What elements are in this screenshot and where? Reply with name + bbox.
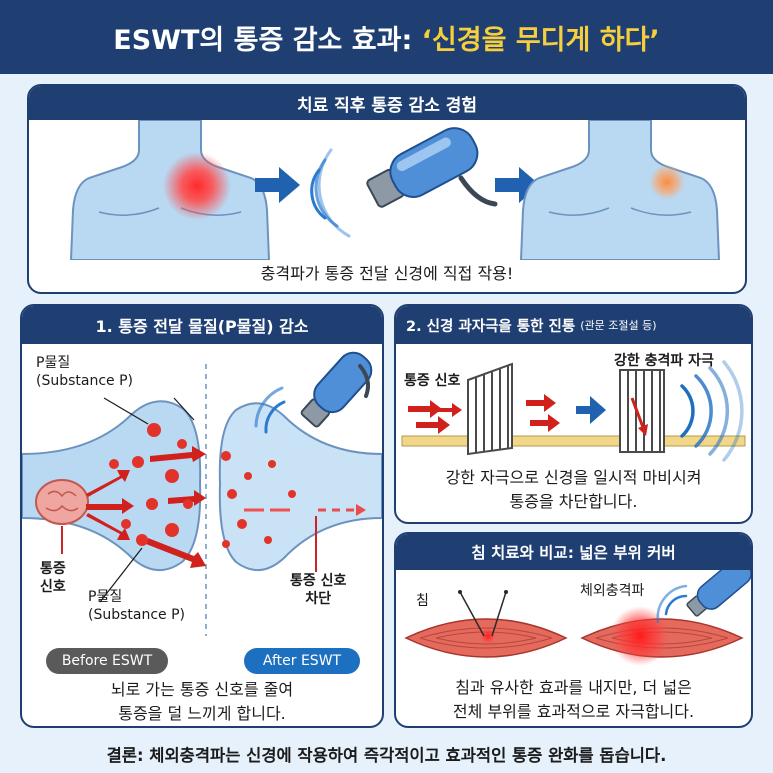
panel-substance-p: 1. 통증 전달 물질(P물질) 감소 — [20, 304, 384, 728]
shockwave-device-icon — [254, 351, 373, 434]
before-eswt-badge: Before ESWT — [46, 648, 168, 674]
conclusion-text: 결론: 체외충격파는 신경에 작용하여 즉각적이고 효과적인 통증 완화를 돕습… — [106, 745, 667, 765]
title-highlight: ‘신경을 무디게 하다’ — [421, 24, 660, 56]
top-panel-caption: 충격파가 통증 전달 신경에 직접 작용! — [260, 264, 514, 283]
label-strong-shockwave: 강한 충격파 자극 — [614, 353, 714, 369]
top-panel: 치료 직후 통증 감소 경험 — [27, 84, 747, 294]
title-bar: ESWT의 통증 감소 효과: ‘신경을 무디게 하다’ — [0, 0, 773, 74]
gate-control-illustration — [401, 360, 746, 462]
after-eswt-badge: After ESWT — [244, 648, 360, 674]
panel2-caption: 강한 자극으로 신경을 일시적 마비시켜 통증을 차단합니다. — [445, 468, 702, 511]
muscle-icon — [580, 606, 744, 666]
panel3-header: 침 치료와 비교: 넓은 부위 커버 — [396, 534, 751, 570]
panel2-header-small: (관문 조절설 등) — [580, 319, 657, 332]
label-signal-blocked: 통증 신호 차단 — [290, 573, 347, 607]
muscle-comparison-illustration — [404, 570, 751, 666]
panel1-header: 1. 통증 전달 물질(P물질) 감소 — [22, 306, 382, 344]
label-substance-p-top: P물질 (Substance P) — [36, 355, 134, 389]
substance-p-icon — [109, 423, 296, 548]
page-title: ESWT의 통증 감소 효과: ‘신경을 무디게 하다’ — [113, 18, 659, 57]
title-main: ESWT의 통증 감소 효과: — [113, 24, 422, 56]
panel3-caption: 침과 유사한 효과를 내지만, 더 넓은 전체 부위를 효과적으로 자극합니다. — [452, 678, 695, 721]
panel3-header-text: 침 치료와 비교: 넓은 부위 커버 — [471, 544, 676, 562]
label-substance-p-bottom: P물질 (Substance P) — [88, 589, 186, 623]
top-panel-illustration — [69, 120, 721, 260]
label-eswt: 체외충격파 — [580, 583, 645, 599]
conclusion-footer: 결론: 체외충격파는 신경에 작용하여 즉각적이고 효과적인 통증 완화를 돕습… — [0, 734, 773, 773]
panel1-caption: 뇌로 가는 통증 신호를 줄여 통증을 덜 느끼게 합니다. — [110, 680, 294, 723]
synapse-illustration — [22, 351, 382, 636]
arrow-right-icon — [255, 167, 300, 203]
pain-arrow-icon — [86, 446, 206, 568]
pain-arrow-icon — [408, 394, 560, 434]
arrow-right-icon — [576, 396, 606, 424]
panel1-header-text: 1. 통증 전달 물질(P물질) 감소 — [95, 317, 309, 336]
label-pain-signal: 통증 신호 — [40, 561, 66, 595]
needle-icon — [459, 591, 507, 637]
brain-icon — [35, 479, 89, 525]
gate-closed-icon — [619, 369, 665, 453]
shockwave-device-icon — [656, 570, 751, 624]
label-pain-signal-2: 통증 신호 — [404, 373, 461, 389]
shockwave-device-icon — [310, 127, 498, 238]
panel-acupuncture-comparison: 침 치료와 비교: 넓은 부위 커버 — [394, 532, 753, 728]
top-panel-header-text: 치료 직후 통증 감소 경험 — [296, 95, 478, 116]
top-panel-header: 치료 직후 통증 감소 경험 — [29, 86, 745, 120]
shockwave-icon — [680, 360, 744, 462]
label-needle: 침 — [416, 593, 429, 609]
panel2-header-text: 2. 신경 과자극을 통한 진통 — [406, 318, 576, 335]
panel2-header: 2. 신경 과자극을 통한 진통 (관문 조절설 등) — [396, 306, 751, 344]
muscle-icon — [404, 618, 568, 658]
body-after-icon — [519, 120, 721, 260]
gate-icon — [467, 362, 513, 456]
panel-nerve-overstimulation: 2. 신경 과자극을 통한 진통 (관문 조절설 등) — [394, 304, 753, 524]
body-before-icon — [69, 120, 271, 260]
